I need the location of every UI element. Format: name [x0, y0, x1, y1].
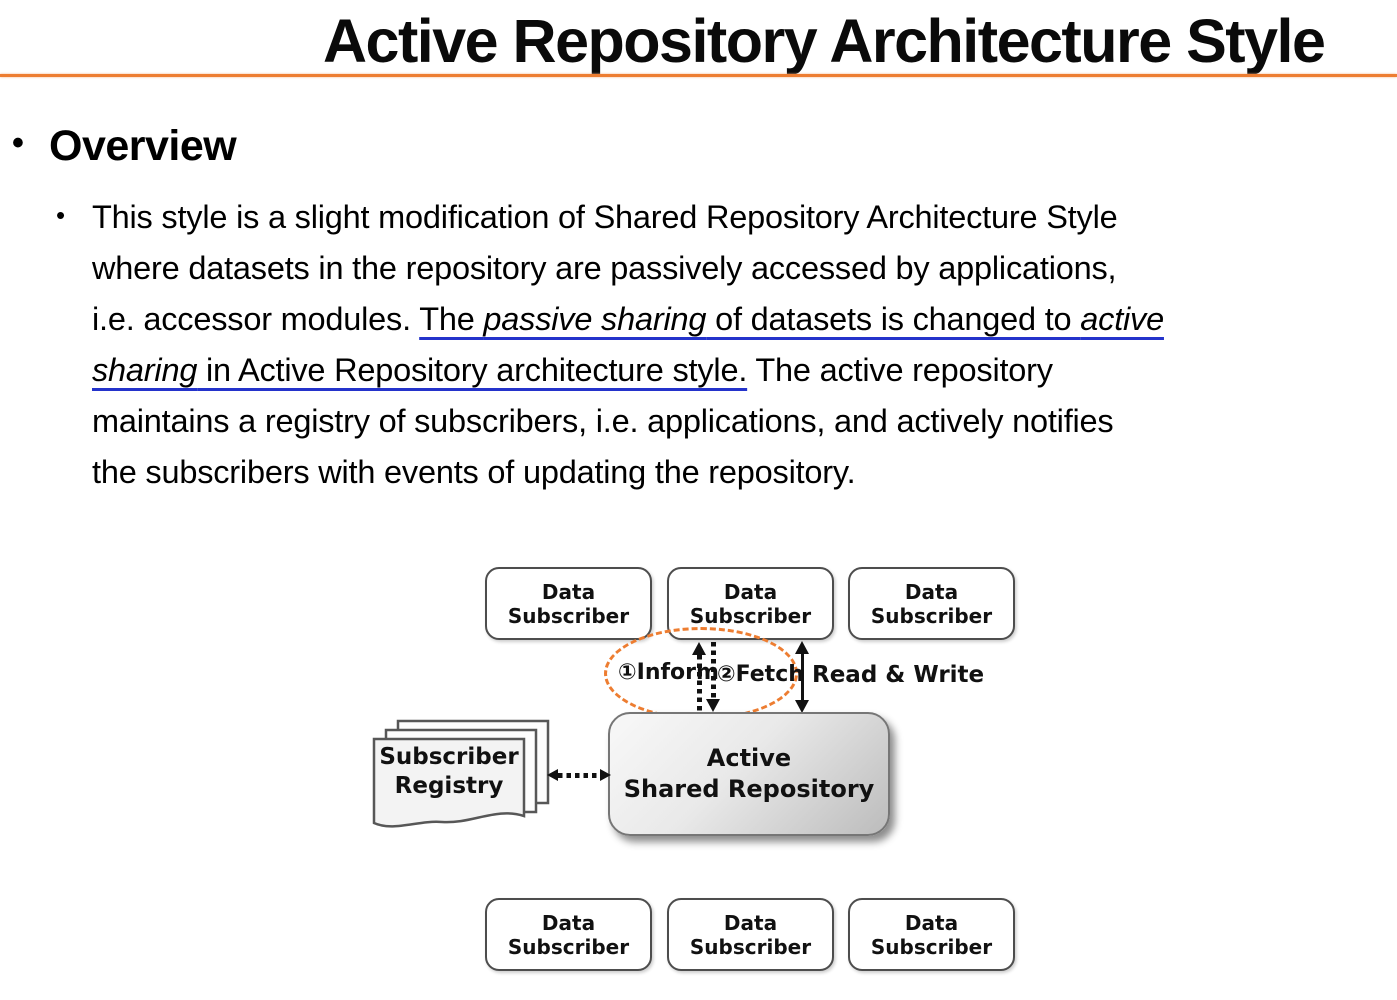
subscriber-box-label: Subscriber: [507, 603, 630, 628]
underlined-italic-text: sharing: [92, 352, 198, 388]
inform-label: ①Inform: [618, 660, 719, 685]
inform-arrow-head-icon: [692, 642, 706, 655]
registry-pages-icon: [372, 719, 550, 828]
paragraph-line-1: This style is a slight modification of S…: [92, 199, 1164, 250]
fetch-label: ②Fetch: [717, 662, 804, 687]
repository-label: Active: [706, 744, 792, 772]
overview-heading: Overview: [49, 122, 237, 170]
text-run: the subscribers with events of updating …: [92, 454, 856, 490]
paragraph-line-4: sharing in Active Repository architectur…: [92, 352, 1164, 403]
subscriber-box-label: Subscriber: [870, 934, 993, 959]
fetch-arrow-icon: [711, 642, 716, 699]
subscriber-box-bottom-1: Data Subscriber: [485, 898, 652, 971]
text-run: This style is a slight modification of S…: [92, 199, 1118, 235]
subscriber-box-label: Data: [904, 579, 959, 604]
paragraph-line-3: i.e. accessor modules. The passive shari…: [92, 301, 1164, 352]
subscriber-box-bottom-2: Data Subscriber: [667, 898, 834, 971]
registry-link-arrow-head-icon: [547, 769, 558, 781]
fetch-arrow-head-icon: [706, 699, 720, 712]
paragraph-line-5: maintains a registry of subscribers, i.e…: [92, 403, 1164, 454]
underlined-italic-text: active: [1080, 301, 1164, 337]
read-write-label: Read & Write: [812, 662, 985, 688]
underlined-text: of datasets is changed to: [706, 301, 1081, 337]
subscriber-box-label: Data: [904, 910, 959, 935]
repository-box: Active Shared Repository: [608, 712, 890, 836]
subscriber-box-label: Subscriber: [507, 934, 630, 959]
subscriber-box-label: Data: [723, 910, 778, 935]
sub-bullet-icon: •: [56, 200, 66, 230]
subscriber-box-label: Subscriber: [689, 603, 812, 628]
text-run: i.e. accessor modules.: [92, 301, 420, 337]
paragraph-line-2: where datasets in the repository are pas…: [92, 250, 1164, 301]
underlined-text: The: [419, 301, 484, 337]
inform-arrow-icon: [697, 655, 702, 712]
subscriber-box-top-1: Data Subscriber: [485, 567, 652, 640]
bullet-icon: •: [12, 124, 24, 162]
read-write-arrow-icon: [801, 652, 804, 702]
subscriber-box-label: Data: [541, 579, 596, 604]
text-run: maintains a registry of subscribers, i.e…: [92, 403, 1114, 439]
subscriber-box-label: Subscriber: [870, 603, 993, 628]
underlined-text: in Active Repository architecture style.: [197, 352, 748, 388]
text-run: where datasets in the repository are pas…: [92, 250, 1117, 286]
subscriber-box-label: Data: [723, 579, 778, 604]
read-write-arrow-head-icon: [795, 641, 809, 654]
registry-label-line: Subscriber: [379, 744, 519, 770]
read-write-arrow-head-icon: [795, 700, 809, 713]
underlined-italic-text: passive sharing: [483, 301, 707, 337]
page-title: Active Repository Architecture Style: [323, 7, 1326, 75]
subscriber-box-top-3: Data Subscriber: [848, 567, 1015, 640]
registry-link-arrow-head-icon: [600, 769, 611, 781]
subscriber-box-label: Data: [541, 910, 596, 935]
registry-label-line: Registry: [394, 773, 504, 799]
registry-label: Subscriber Registry: [373, 743, 525, 801]
registry-link-arrow-icon: [558, 773, 602, 778]
subscriber-box-bottom-3: Data Subscriber: [848, 898, 1015, 971]
overview-paragraph: This style is a slight modification of S…: [92, 199, 1164, 505]
subscriber-box-label: Subscriber: [689, 934, 812, 959]
title-divider: [0, 74, 1397, 77]
text-run: The active repository: [747, 352, 1053, 388]
paragraph-line-6: the subscribers with events of updating …: [92, 454, 1164, 505]
repository-label: Shared Repository: [623, 775, 875, 803]
